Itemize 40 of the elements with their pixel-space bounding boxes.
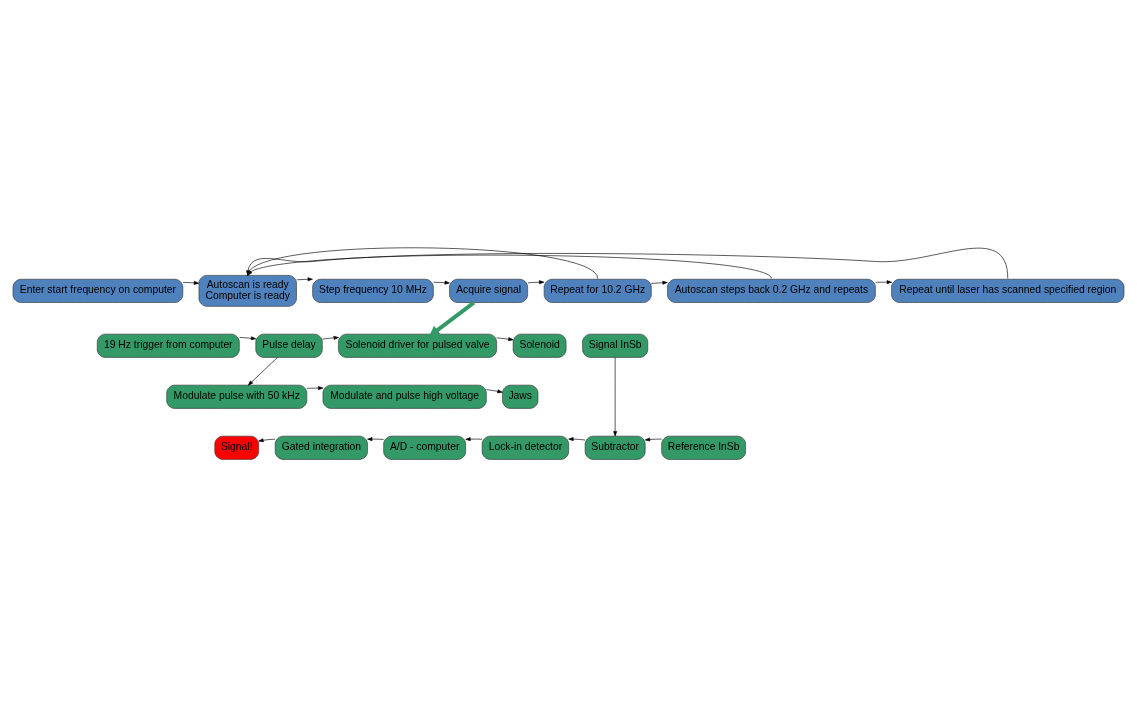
node-box: Step frequency 10 MHz — [312, 278, 434, 303]
arrow — [486, 389, 503, 394]
node-box: Subtractor — [584, 435, 646, 460]
arrow — [875, 280, 892, 285]
node-box: Acquire signal — [449, 278, 528, 303]
arrow — [428, 301, 476, 337]
arrow — [306, 386, 324, 390]
node-box: Repeat for 10.2 GHz — [543, 278, 652, 303]
arrow — [296, 277, 313, 282]
arrow — [258, 438, 276, 443]
node-box: Jaws — [502, 384, 539, 409]
node-box: A/D - computer — [383, 435, 466, 460]
node-box: Solenoid driver for pulsed valve — [338, 333, 497, 358]
node-box: Modulate and pulse high voltage — [322, 384, 487, 409]
arrow — [496, 337, 514, 342]
arrow — [433, 280, 450, 285]
node-box: Signal! — [214, 435, 260, 460]
node-box: Signal InSb — [582, 333, 649, 358]
arrow — [465, 437, 483, 442]
node-box: Reference InSb — [661, 435, 746, 460]
arrow — [651, 280, 668, 285]
node-box: Modulate pulse with 50 kHz — [166, 384, 308, 409]
arrow — [613, 357, 618, 437]
arrow — [527, 280, 545, 285]
node-box: Pulse delay — [255, 333, 323, 358]
node-box: Solenoid — [512, 333, 567, 358]
node-box: Autoscan steps back 0.2 GHz and repeats — [667, 278, 876, 303]
node-box: Enter start frequency on computer — [12, 278, 184, 303]
arrow — [239, 336, 257, 341]
arrow — [568, 437, 586, 442]
arrow — [322, 335, 339, 340]
node-box: Lock-in detector — [481, 435, 569, 460]
arrow — [182, 280, 200, 285]
arrow — [248, 357, 278, 386]
arrow — [367, 437, 384, 441]
node-box: Autoscan is ready Computer is ready — [198, 275, 297, 307]
node-box: 19 Hz trigger from computer — [96, 333, 240, 358]
node-box: Gated integration — [274, 435, 368, 460]
node-box: Repeat until laser has scanned specified region — [891, 278, 1125, 303]
arrow — [644, 437, 662, 442]
